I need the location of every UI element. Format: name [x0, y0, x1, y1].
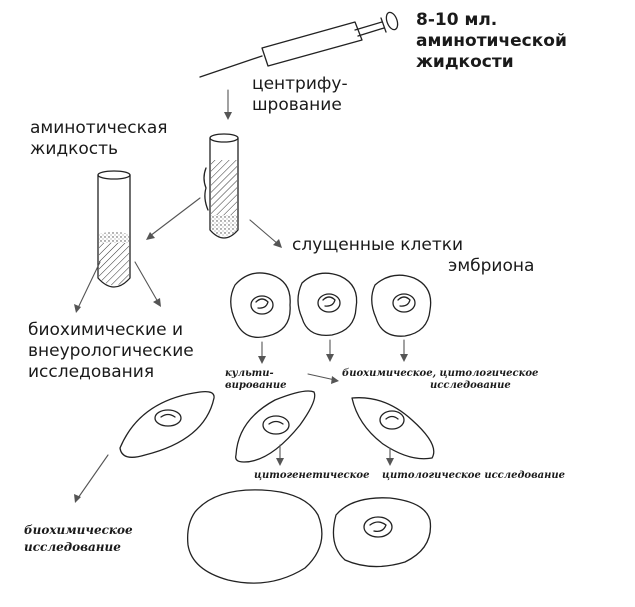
volume-line-3: жидкости: [416, 52, 514, 72]
bio-cyto-top-line-2: исследование: [430, 380, 511, 391]
bio-research-line-2: исследование: [24, 540, 121, 554]
arrows-from-shed-cells: [258, 339, 408, 364]
arrow-to-fluid-tube: [146, 197, 201, 240]
cyto-research-label: цитологическое исследование: [382, 470, 566, 481]
volume-line-1: 8-10 мл.: [416, 10, 498, 30]
stained-cell: [332, 497, 432, 568]
cytogenetic-label: цитогенетическое: [254, 470, 370, 481]
amniotic-fluid-line-1: аминотическая: [30, 118, 168, 138]
shed-cell-3: [371, 274, 432, 337]
bio-research-line-1: биохимическое: [24, 523, 133, 537]
shed-cell-2: [297, 272, 358, 337]
centrifuge-label: центрифу- шрование: [252, 74, 348, 116]
amniotic-fluid-tube: [97, 170, 131, 288]
amniotic-fluid-line-2: жидкость: [30, 139, 119, 159]
cultivation-line-1: культи-: [225, 368, 274, 379]
shed-cell-1: [230, 272, 291, 339]
cultivation-line-2: вирование: [225, 380, 287, 391]
centrifuge-line-1: центрифу-: [252, 74, 348, 94]
bio-neuro-line-1: биохимические и: [28, 320, 183, 340]
cultured-cell-right: [351, 397, 435, 460]
bio-neuro-label: биохимические и внеурологические исследо…: [28, 320, 194, 383]
metaphase-cell: [187, 489, 323, 584]
arrow-to-centrifuge: [224, 89, 232, 120]
arrow-to-cyto-research: [386, 447, 394, 466]
centrifuge-line-2: шрование: [252, 95, 342, 115]
arrow-to-cytogenetic: [276, 444, 284, 466]
syringe-needle: [199, 55, 263, 78]
arrow-to-shed-cells: [249, 219, 282, 248]
amniotic-fluid-label: аминотическая жидкость: [30, 118, 168, 160]
cultured-cell-middle: [235, 390, 316, 463]
syringe-illustration: [199, 11, 399, 78]
shed-cells-line-2: эмбриона: [448, 256, 535, 276]
volume-line-2: аминотической: [416, 31, 567, 51]
bio-neuro-line-3: исследования: [28, 362, 155, 382]
bio-neuro-line-2: внеурологические: [28, 341, 194, 361]
volume-label: 8-10 мл. аминотической жидкости: [416, 10, 567, 73]
bio-cyto-top-line-1: биохимическое, цитологическое: [342, 368, 539, 379]
syringe-barrel: [261, 21, 363, 67]
shed-cells-line-1: слущенные клетки: [292, 235, 464, 255]
shed-cells-label: слущенные клетки эмбриона: [292, 235, 534, 277]
arrow-to-bio-neuro: [74, 261, 161, 313]
syringe-plunger: [385, 11, 399, 31]
cultivation-label: культи- вирование: [225, 368, 286, 392]
bio-cyto-top-label: биохимическое, цитологическое исследован…: [342, 368, 538, 392]
cultured-cell-left: [119, 390, 215, 458]
arrow-cultivation-to-cyto: [307, 373, 339, 384]
centrifuge-tube: [203, 133, 239, 239]
arrow-to-bio-research: [74, 454, 109, 503]
bio-research-label: биохимическое исследование: [24, 522, 133, 556]
